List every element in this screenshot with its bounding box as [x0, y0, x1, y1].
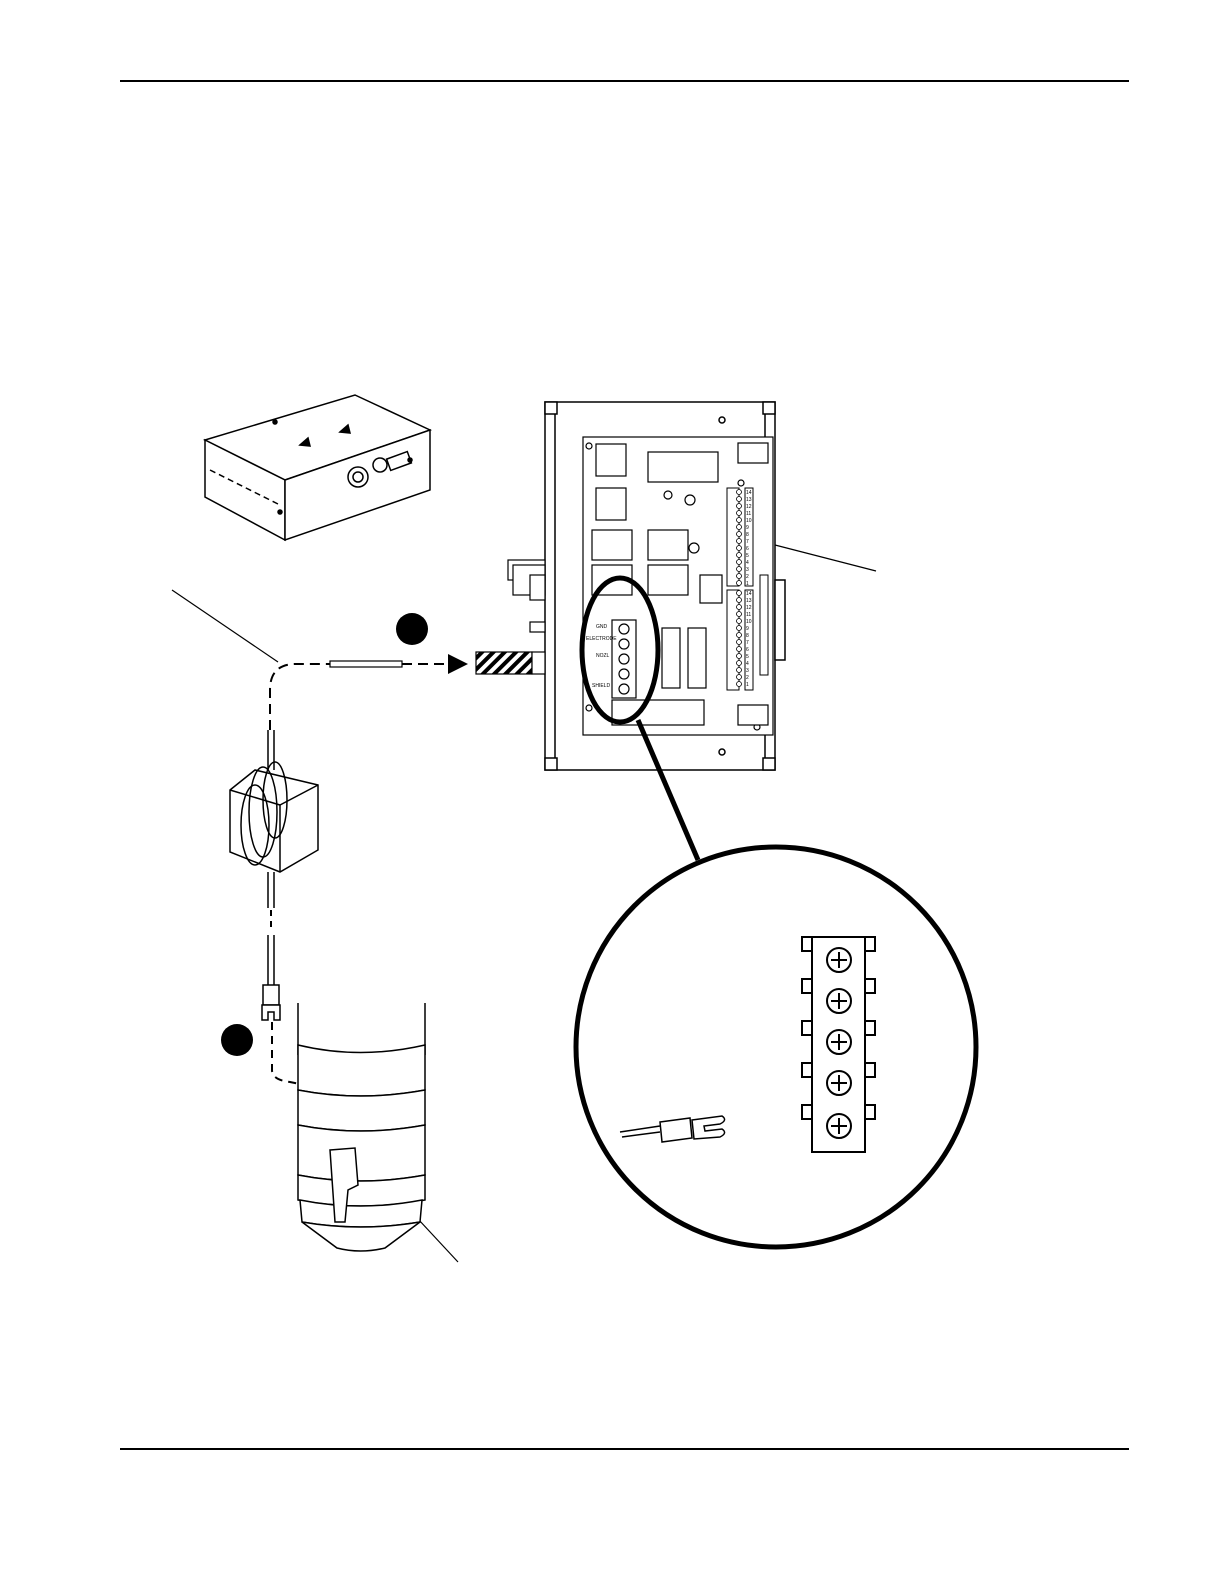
pin-hole — [737, 504, 742, 509]
interface-box — [205, 395, 430, 540]
pin-hole — [737, 546, 742, 551]
terminal-screw-2 — [827, 989, 851, 1013]
pin-number: 5 — [746, 654, 749, 660]
pin-number: 1 — [746, 581, 749, 587]
pin-number: 13 — [746, 497, 752, 503]
pin-hole — [737, 532, 742, 537]
leader-line-enclosure — [775, 545, 876, 571]
pcb-terminal-block — [612, 620, 636, 698]
terminal-label-electrode: ELECTRODE — [586, 636, 617, 642]
pin-hole — [737, 567, 742, 572]
detail-circle — [576, 847, 976, 1247]
pin-number: 7 — [746, 640, 749, 646]
pin-number: 2 — [746, 675, 749, 681]
pin-hole — [737, 518, 742, 523]
pin-number: 8 — [746, 532, 749, 538]
pin-hole — [737, 612, 742, 617]
pin-hole — [737, 668, 742, 673]
pin-number: 4 — [746, 661, 749, 667]
pin-number: 12 — [746, 504, 752, 510]
pin-hole — [737, 661, 742, 666]
terminal-label-nozl: NOZL — [596, 653, 610, 659]
pin-hole — [737, 490, 742, 495]
pin-number: 6 — [746, 546, 749, 552]
pin-hole — [737, 640, 742, 645]
pin-number: 1 — [746, 682, 749, 688]
terminal-screw-1 — [827, 948, 851, 972]
pin-number: 6 — [746, 647, 749, 653]
pin-number: 11 — [746, 511, 751, 517]
pin-hole — [737, 539, 742, 544]
pin-hole — [737, 574, 742, 579]
callout-circle-2 — [221, 1024, 253, 1056]
pin-hole — [737, 598, 742, 603]
pin-hole — [737, 654, 742, 659]
terminal-screw-3 — [827, 1030, 851, 1054]
pin-hole — [737, 633, 742, 638]
pin-number: 5 — [746, 553, 749, 559]
pin-hole — [737, 560, 742, 565]
pin-number: 4 — [746, 560, 749, 566]
plasma-torch — [298, 1003, 425, 1251]
callout-circle-1 — [396, 613, 428, 645]
pin-hole — [737, 553, 742, 558]
pin-hole — [737, 605, 742, 610]
pin-number: 10 — [746, 619, 752, 625]
pin-number: 7 — [746, 539, 749, 545]
pin-hole — [737, 626, 742, 631]
pin-number: 3 — [746, 567, 749, 573]
pin-number: 8 — [746, 633, 749, 639]
leader-line-cable — [172, 590, 278, 662]
pin-hole — [737, 497, 742, 502]
pin-hole — [737, 581, 742, 586]
pin-number: 9 — [746, 525, 749, 531]
pin-hole — [737, 682, 742, 687]
pin-hole — [737, 647, 742, 652]
terminal-screw-4 — [827, 1071, 851, 1095]
cable-path-dashed — [270, 664, 330, 730]
pin-hole — [737, 525, 742, 530]
terminal-label-gnd: GND — [596, 624, 608, 630]
pin-hole — [737, 511, 742, 516]
pin-number: 13 — [746, 598, 752, 604]
cable-fitting — [476, 622, 545, 674]
pin-hole — [737, 619, 742, 624]
pin-number: 9 — [746, 626, 749, 632]
cable-segment — [330, 661, 402, 667]
terminal-screw-5 — [827, 1114, 851, 1138]
edge-connector — [760, 575, 768, 675]
pin-hole — [737, 591, 742, 596]
pin-number: 3 — [746, 668, 749, 674]
pin-hole — [737, 675, 742, 680]
cable-gland — [508, 560, 545, 600]
pin-number: 10 — [746, 518, 752, 524]
pin-number: 2 — [746, 574, 749, 580]
pin-number: 11 — [746, 612, 751, 618]
ferrite-core — [230, 730, 318, 908]
pin-number: 14 — [746, 591, 752, 597]
pin-number: 14 — [746, 490, 752, 496]
ring-terminal-cable — [262, 935, 280, 1020]
terminal-label-shield: SHIELD — [592, 683, 610, 689]
pin-number: 12 — [746, 605, 752, 611]
